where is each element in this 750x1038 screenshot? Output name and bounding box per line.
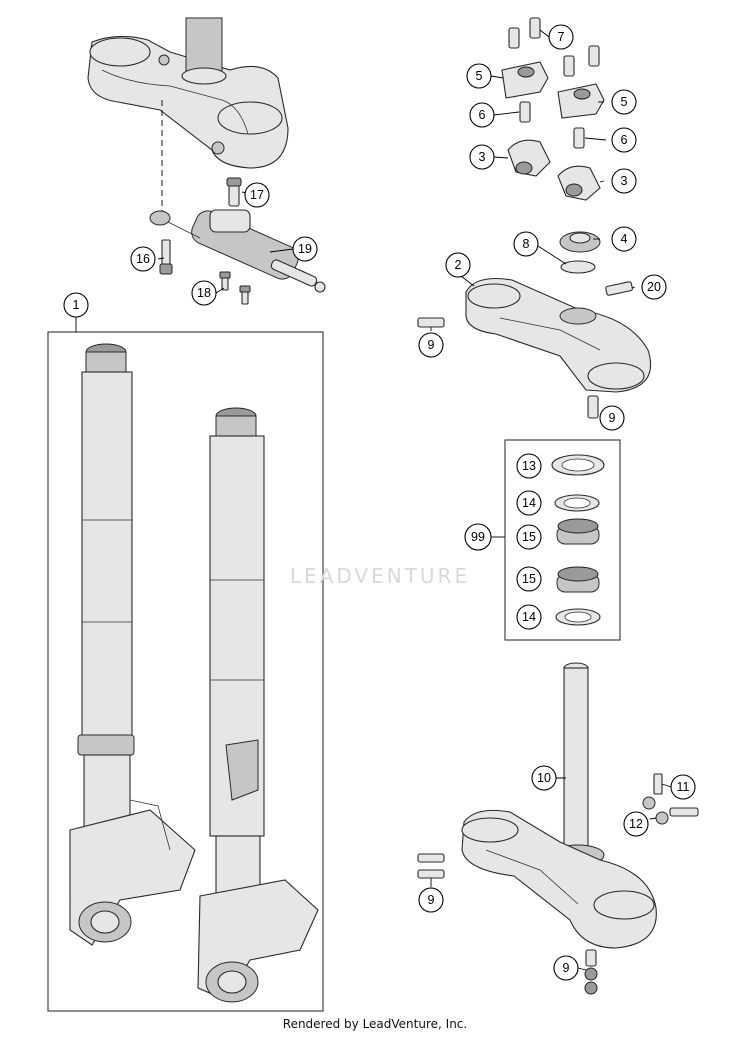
callout-3-right[interactable]: 3 [611,168,637,194]
callout-2[interactable]: 2 [445,252,471,278]
callout-14-lower[interactable]: 14 [516,604,542,630]
steering-stem-10 [551,662,605,866]
svg-text:14: 14 [522,610,536,624]
svg-text:2: 2 [455,258,462,272]
callout-10[interactable]: 10 [531,765,557,791]
callout-17[interactable]: 17 [244,182,270,208]
svg-text:20: 20 [647,280,661,294]
leadventure-watermark: LEADVENTURE [289,564,471,588]
svg-text:12: 12 [629,817,643,831]
svg-text:10: 10 [537,771,551,785]
svg-text:9: 9 [428,893,435,907]
svg-text:1: 1 [73,298,80,312]
screws-18 [219,271,251,305]
svg-text:7: 7 [558,30,565,44]
render-credit-footer: Rendered by LeadVenture, Inc. [282,1017,468,1031]
fork-leg-left [69,343,196,946]
svg-text:18: 18 [197,286,211,300]
svg-text:6: 6 [479,108,486,122]
bolt-9-upper-bottom [587,395,599,419]
callout-8[interactable]: 8 [513,231,539,257]
lower-clamp-3-right [557,165,601,201]
handlebar-clamp-5-right [557,83,605,119]
svg-text:13: 13 [522,459,536,473]
callout-4[interactable]: 4 [611,226,637,252]
callout-15-upper[interactable]: 15 [516,524,542,550]
fork-leg-right [197,407,319,1003]
callout-18[interactable]: 18 [191,280,217,306]
lower-triple-clamp [461,809,657,949]
svg-text:19: 19 [298,242,312,256]
svg-text:15: 15 [522,530,536,544]
svg-text:3: 3 [479,150,486,164]
svg-text:6: 6 [621,133,628,147]
callout-13[interactable]: 13 [516,453,542,479]
callout-9-lower-bottom[interactable]: 9 [553,955,579,981]
steering-damper [149,209,326,293]
bolt-17 [226,177,242,207]
svg-text:9: 9 [609,411,616,425]
callout-9-upper-left[interactable]: 9 [418,332,444,358]
bolts-6 [519,101,585,149]
callout-7[interactable]: 7 [548,24,574,50]
lower-clamp-3-left [507,139,551,177]
bearing-set [551,454,605,626]
bolt-9-upper-left [417,317,445,328]
svg-text:14: 14 [522,496,536,510]
svg-text:9: 9 [428,338,435,352]
svg-text:17: 17 [250,188,264,202]
svg-text:9: 9 [563,961,570,975]
callout-20[interactable]: 20 [641,274,667,300]
callout-9-upper-bottom[interactable]: 9 [599,405,625,431]
handlebar-clamp-5-left [501,61,549,99]
upper-triple-clamp-top [87,17,289,169]
callout-99[interactable]: 99 [464,523,492,551]
callout-1[interactable]: 1 [63,292,89,318]
svg-text:11: 11 [677,780,690,794]
bolt-16 [159,239,173,275]
callout-3-left[interactable]: 3 [469,144,495,170]
bolt-20 [605,281,633,296]
callout-6-right[interactable]: 6 [611,127,637,153]
steering-nut-4 [559,231,601,253]
callout-14-upper[interactable]: 14 [516,490,542,516]
callout-11[interactable]: 11 [670,774,696,800]
bearing-set-frame [504,439,621,641]
callout-5-right[interactable]: 5 [611,89,637,115]
svg-text:8: 8 [523,237,530,251]
bolts-9-lower-left [417,853,445,879]
svg-text:16: 16 [136,252,150,266]
callout-12[interactable]: 12 [623,811,649,837]
nut-12 [642,796,669,825]
upper-triple-clamp-2 [465,277,652,393]
callout-9-lower-left[interactable]: 9 [418,887,444,913]
svg-text:4: 4 [621,232,628,246]
washer-8 [560,260,596,274]
callout-5-left[interactable]: 5 [466,63,492,89]
bolts-7 [508,17,600,77]
svg-text:99: 99 [471,530,485,544]
svg-text:5: 5 [621,95,628,109]
callout-15-lower[interactable]: 15 [516,566,542,592]
svg-text:15: 15 [522,572,536,586]
svg-text:5: 5 [476,69,483,83]
callout-6-left[interactable]: 6 [469,102,495,128]
fork-group-frame [47,331,324,1012]
bolts-9-lower-bottom [584,949,598,995]
svg-text:3: 3 [621,174,628,188]
callout-16[interactable]: 16 [130,246,156,272]
callout-19[interactable]: 19 [292,236,318,262]
